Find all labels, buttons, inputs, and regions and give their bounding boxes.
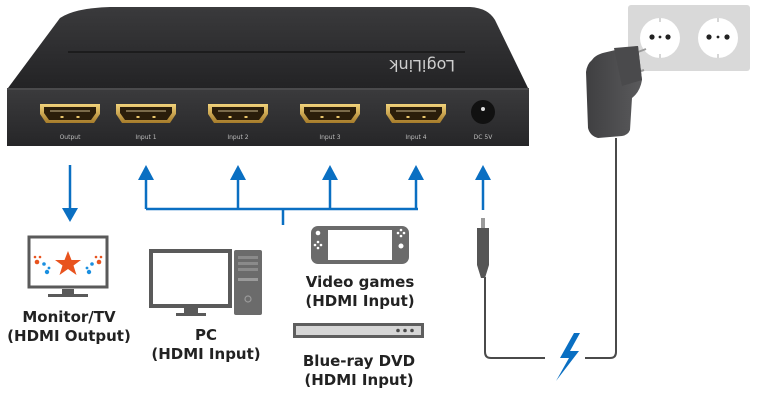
power-cable <box>484 138 617 359</box>
port-dc: DC 5V <box>471 100 495 141</box>
port-label: Output <box>60 134 81 141</box>
pc-icon <box>149 249 262 316</box>
port-input4: Input 4 <box>386 104 446 141</box>
port-label: Input 1 <box>135 134 156 141</box>
arrow-up-icon <box>230 165 246 180</box>
monitor-label-line2: (HDMI Output) <box>7 327 131 345</box>
bluray-label-line2: (HDMI Input) <box>304 371 414 389</box>
port-output: Output <box>40 104 100 141</box>
bluray-label-line1: Blue-ray DVD <box>302 352 416 370</box>
lightning-bolt-icon <box>556 333 580 381</box>
arrow-up-icon <box>138 165 154 180</box>
bluray-label: Blue-ray DVD (HDMI Input) <box>286 352 432 390</box>
pc-label: PC (HDMI Input) <box>136 326 276 364</box>
device-top-surface <box>8 7 528 88</box>
port-input2: Input 2 <box>208 104 268 141</box>
star-icon <box>55 251 81 275</box>
port-label: Input 4 <box>405 134 426 141</box>
wall-outlet <box>628 5 750 71</box>
dc-jack-icon <box>471 100 495 124</box>
monitor-label-line1: Monitor/TV <box>22 308 116 326</box>
port-label: Input 2 <box>227 134 248 141</box>
port-input3: Input 3 <box>300 104 360 141</box>
arrow-down-icon <box>62 208 78 222</box>
port-input1: Input 1 <box>116 104 176 141</box>
bluray-player-icon <box>293 323 424 338</box>
brand-logo: LogiLink <box>388 56 455 75</box>
power-adapter <box>586 46 647 138</box>
console-label-line1: Video games <box>305 273 415 291</box>
pc-label-line1: PC <box>194 326 217 344</box>
monitor-label: Monitor/TV (HDMI Output) <box>0 308 138 346</box>
monitor-tv-icon <box>27 235 109 297</box>
port-label: Input 3 <box>319 134 340 141</box>
arrow-up-icon <box>475 165 491 180</box>
arrow-up-icon <box>408 165 424 180</box>
hdmi-switch-device: LogiLink <box>7 7 529 146</box>
connection-arrows <box>68 165 485 225</box>
port-row: Output Input 1 Input 2 Input 3 Input 4 DC 5V <box>40 100 495 141</box>
arrow-up-icon <box>322 165 338 180</box>
port-label: DC 5V <box>474 134 494 141</box>
dc-plug <box>477 218 489 278</box>
pc-label-line2: (HDMI Input) <box>151 345 261 363</box>
console-label: Video games (HDMI Input) <box>290 273 430 311</box>
console-label-line2: (HDMI Input) <box>305 292 415 310</box>
game-console-icon <box>311 226 409 264</box>
